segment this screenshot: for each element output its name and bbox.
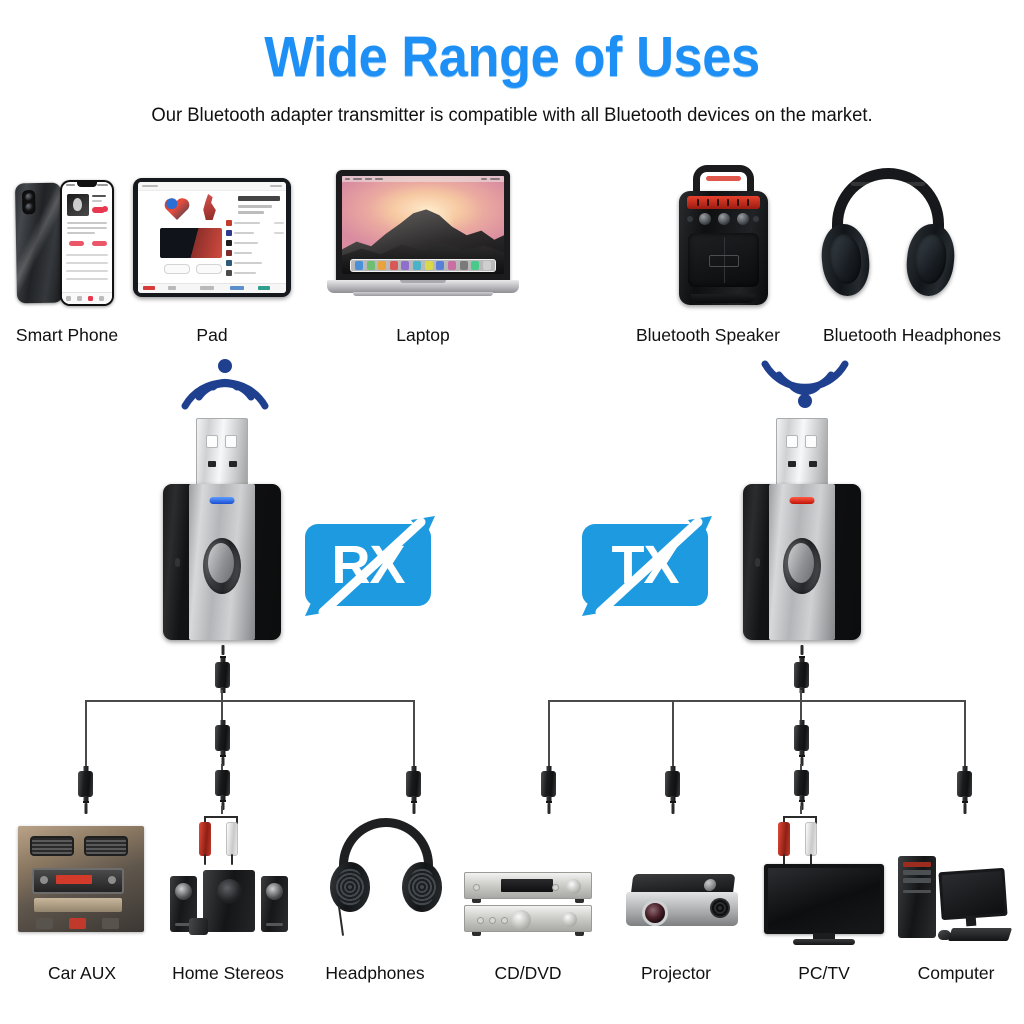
aux-plug-from-tx <box>794 645 809 693</box>
keyboard-icon <box>947 928 1013 941</box>
tablet-album-title <box>238 196 280 201</box>
notch <box>77 182 97 187</box>
caption-smart-phone: Smart Phone <box>15 325 119 345</box>
earcup-left <box>330 862 370 912</box>
speaker-controls <box>685 212 762 228</box>
speaker-grill <box>688 233 759 287</box>
rx-led-indicator <box>209 497 235 504</box>
output-device-car-aux <box>18 826 144 932</box>
caption-pc-tv: PC/TV <box>798 963 850 983</box>
projector-vent <box>710 898 730 918</box>
rca-white-plug <box>805 822 817 856</box>
volume-control-pod <box>189 918 208 935</box>
rca-red-plug <box>778 822 790 856</box>
aux-plug-cddvd <box>541 766 556 814</box>
source-device-bluetooth-headphones <box>818 168 958 303</box>
aux-coupler-pctv <box>794 770 809 810</box>
caption-laptop: Laptop <box>396 325 450 345</box>
album-art-figure <box>203 194 216 220</box>
rx-mode-badge: RX <box>293 512 443 618</box>
pc-tower-icon <box>898 856 936 938</box>
speaker-led-strip <box>687 196 760 209</box>
bluetooth-signal-up-icon <box>176 356 274 410</box>
input-device-pc-tv <box>764 864 884 946</box>
mouse-icon <box>938 930 951 940</box>
usb-a-plug-icon <box>196 418 248 493</box>
monitor-icon <box>938 867 1008 921</box>
aux-plug-projector <box>665 766 680 814</box>
input-device-cd-dvd <box>464 872 592 936</box>
caption-car-aux: Car AUX <box>47 963 117 983</box>
glare <box>14 182 64 304</box>
page-subtitle: Our Bluetooth adapter transmitter is com… <box>151 105 873 126</box>
phone-status-bar <box>65 183 109 187</box>
projector-lens-icon <box>642 900 668 926</box>
album-art <box>67 194 89 216</box>
aux-plug-pctv <box>794 720 809 766</box>
rca-red-plug <box>199 822 211 856</box>
tx-led-indicator <box>789 497 815 504</box>
reset-hole <box>755 558 760 567</box>
rca-splitter-red-white-pctv <box>777 806 823 866</box>
tablet-featured-art <box>160 228 222 258</box>
source-device-laptop <box>327 170 519 300</box>
input-device-projector <box>626 874 738 932</box>
caption-home-stereos: Home Stereos <box>172 963 284 983</box>
play-badge <box>92 207 105 213</box>
caption-bluetooth-headphones: Bluetooth Headphones <box>822 325 1002 345</box>
tx-pairing-button[interactable] <box>783 538 821 594</box>
reset-hole <box>175 558 180 567</box>
headband <box>339 818 433 882</box>
earcup-right <box>402 862 442 912</box>
phone-tab-bar <box>62 292 112 304</box>
aux-plug-computer <box>957 766 972 814</box>
rca-splitter-red-white <box>198 806 244 866</box>
tx-badge-label: TX <box>611 535 679 595</box>
rx-badge-label: RX <box>331 535 405 595</box>
page-title: Wide Range of Uses <box>264 25 760 89</box>
smartphone-front-icon <box>60 180 114 306</box>
car-radio-display <box>56 875 92 884</box>
aux-plug-car <box>78 766 93 814</box>
smartphone-back-icon <box>14 182 64 304</box>
aux-plug-middle <box>215 720 230 766</box>
input-device-computer <box>898 856 1014 948</box>
caption-headphones: Headphones <box>325 963 425 983</box>
output-device-home-stereos <box>170 870 288 936</box>
output-device-headphones <box>330 818 442 936</box>
album-art-heart <box>164 196 190 220</box>
usb-a-plug-icon <box>776 418 828 493</box>
bluetooth-signal-down-icon <box>756 356 854 410</box>
rca-white-plug <box>226 822 238 856</box>
source-device-bluetooth-speaker <box>675 165 772 305</box>
caption-pad: Pad <box>196 325 228 345</box>
more-badge <box>102 206 108 212</box>
caption-computer: Computer <box>917 963 995 983</box>
aux-plug-headphones <box>406 766 421 814</box>
tx-mode-badge: TX <box>570 512 720 618</box>
source-device-tablet <box>133 178 291 297</box>
headband <box>832 168 944 242</box>
tablet-status-bar <box>138 182 286 191</box>
caption-cd-dvd: CD/DVD <box>494 963 562 983</box>
speaker-handle <box>693 165 754 199</box>
caption-bluetooth-speaker: Bluetooth Speaker <box>636 325 780 345</box>
aux-coupler <box>215 770 230 810</box>
caption-projector: Projector <box>640 963 712 983</box>
menu-bar <box>342 176 504 182</box>
aux-plug-from-rx <box>215 645 230 693</box>
tablet-tab-bar <box>138 283 286 293</box>
rx-pairing-button[interactable] <box>203 538 241 594</box>
subwoofer-icon <box>203 870 255 932</box>
dock <box>350 259 496 272</box>
